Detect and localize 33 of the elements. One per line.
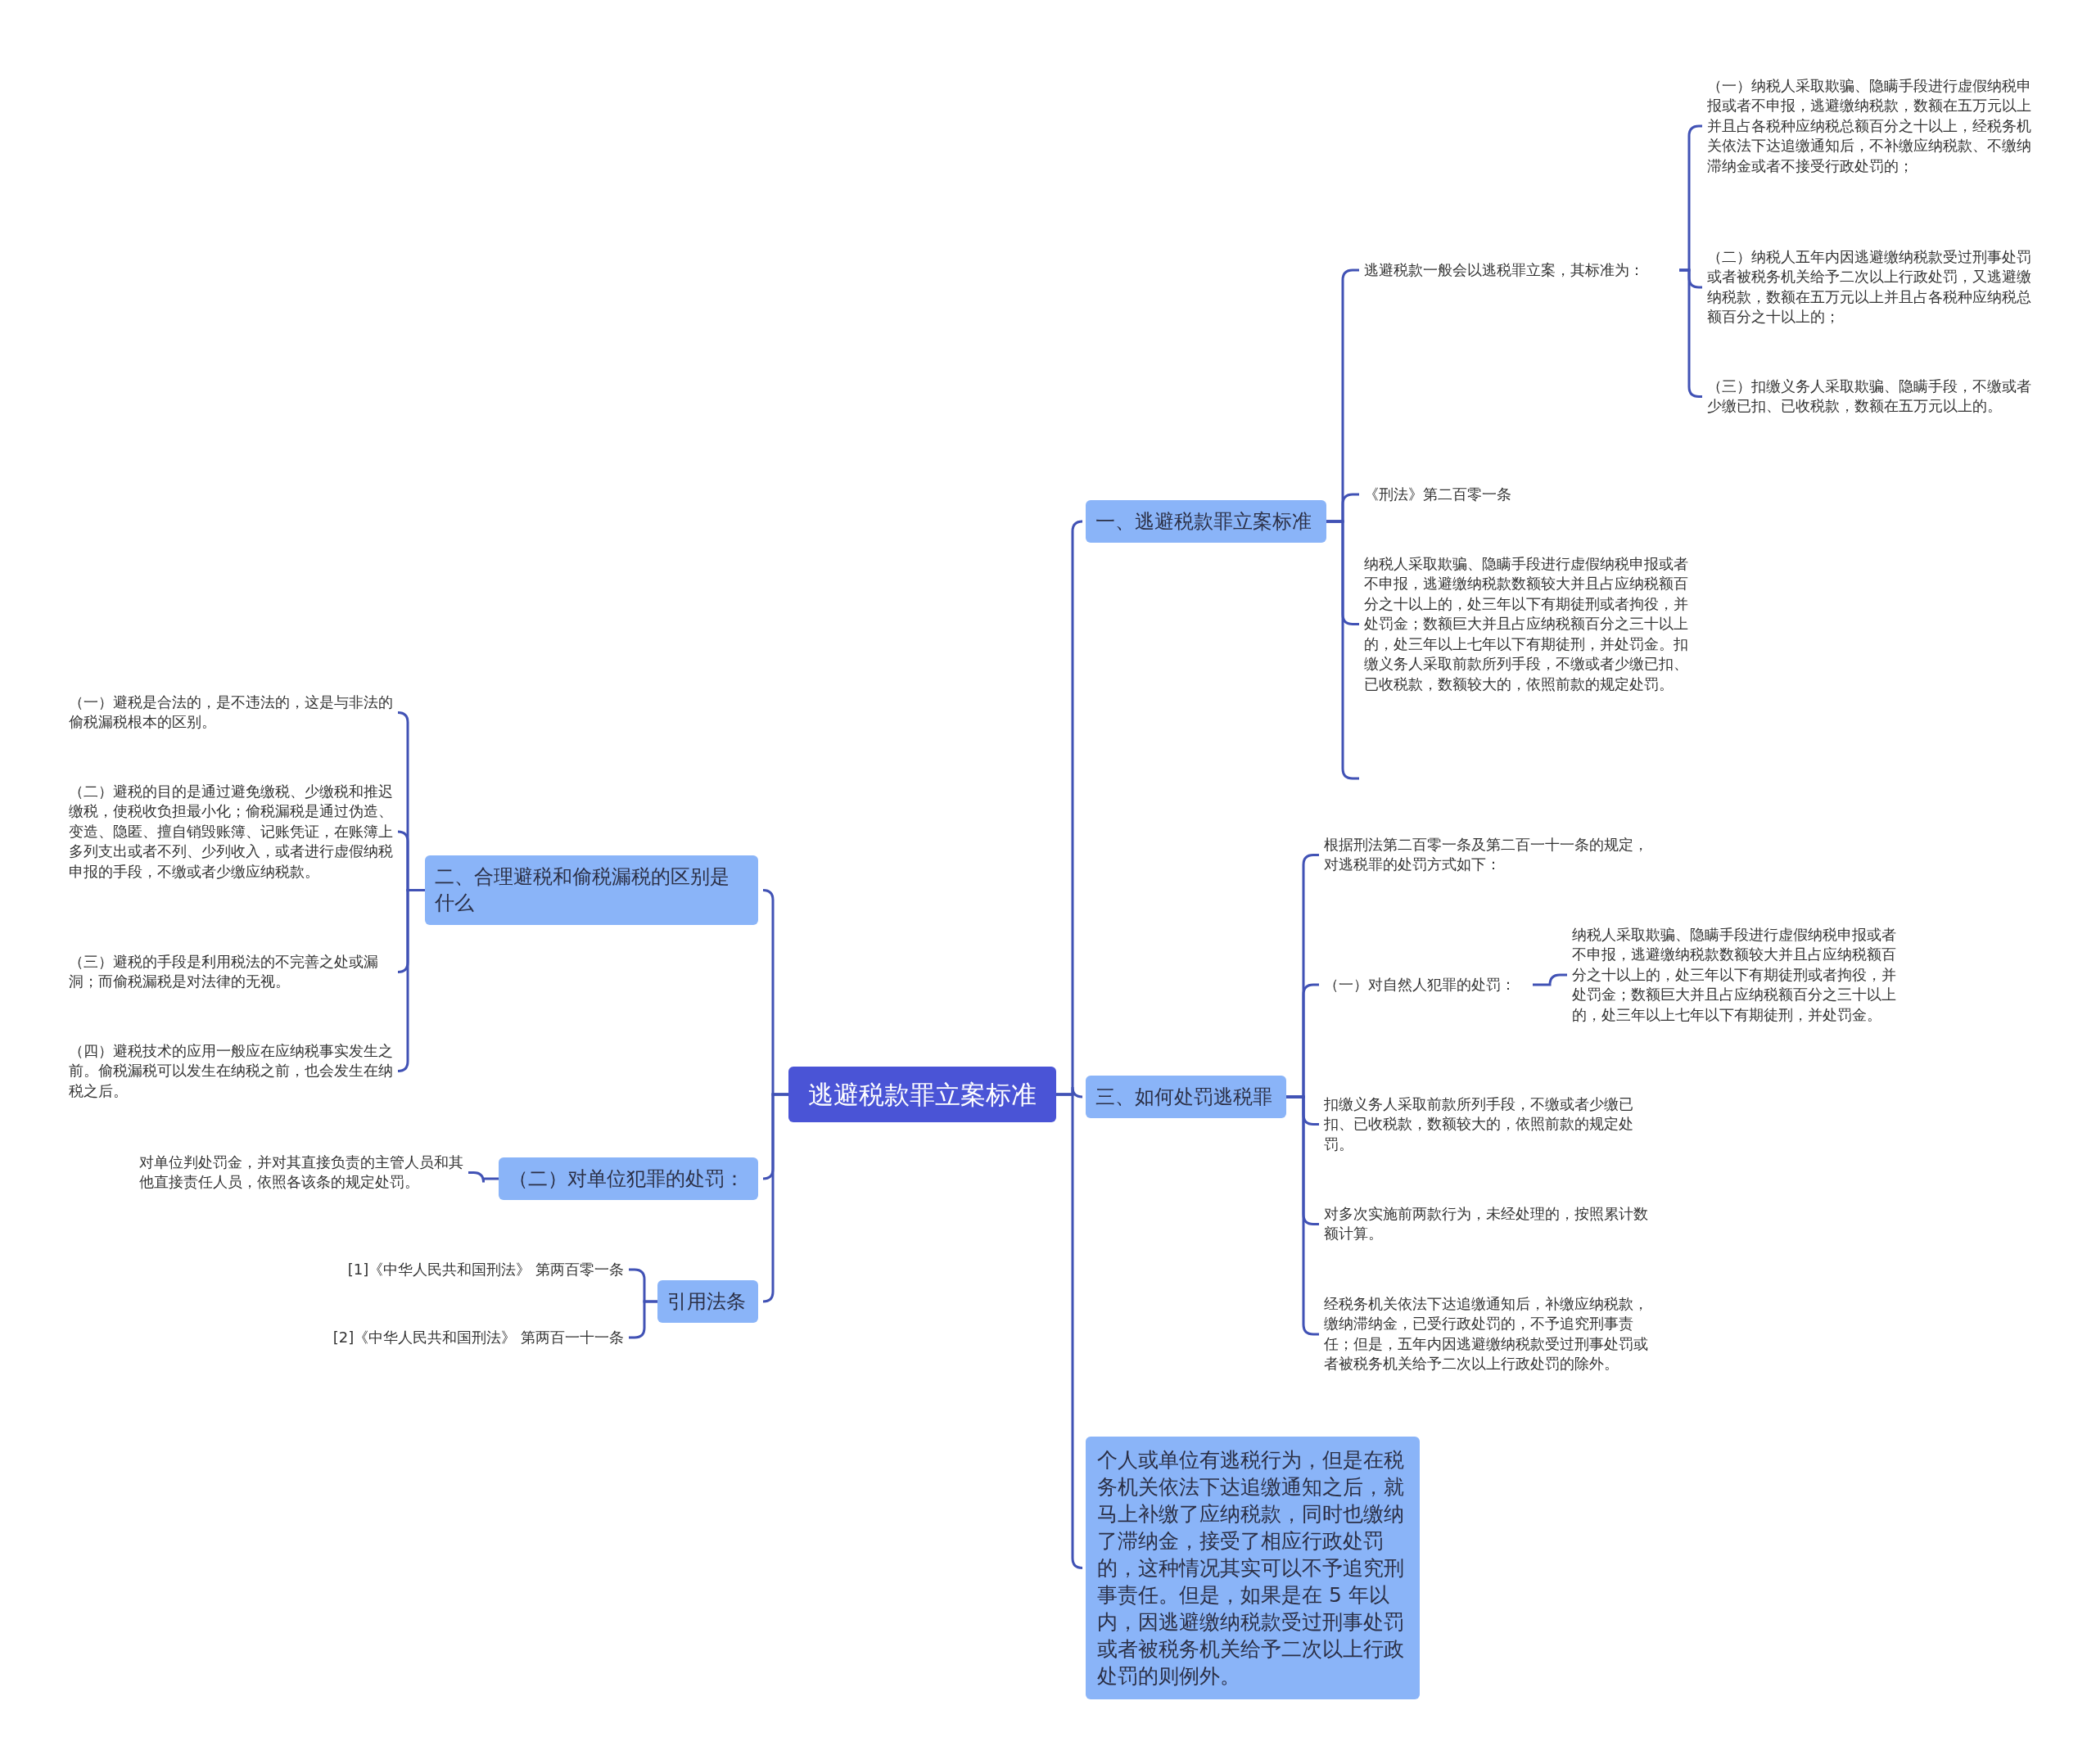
connector-line <box>1533 973 1567 986</box>
topic-box: 三、如何处罚逃税罪 <box>1086 1076 1286 1119</box>
topic-text: 对单位判处罚金，并对其直接负责的主管人员和其他直接责任人员，依照各该条的规定处罚。 <box>139 1153 463 1193</box>
topic-text: （三）避税的手段是利用税法的不完善之处或漏洞；而偷税漏税是对法律的无视。 <box>69 952 393 992</box>
topic-text: 纳税人采取欺骗、隐瞒手段进行虚假纳税申报或者不申报，逃避缴纳税款数额较大并且占应纳税额百分之十以上的，处三年以下有期徒刑或者拘役，并处罚金；数额巨大并且占应纳税额百分之三十以上的，处三年以上七年以下有期徒刑，并处罚金。 <box>1572 925 1900 1026</box>
topic-text: （一）避税是合法的，是不违法的，这是与非法的偷税漏税根本的区别。 <box>69 693 393 733</box>
topic-box: 二、合理避税和偷税漏税的区别是什么 <box>425 855 758 925</box>
topic-text: （二）避税的目的是通过避免缴税、少缴税和推迟缴税，使税收负担最小化；偷税漏税是通过伪造、变造、隐匿、擅自销毁账簿、记账凭证，在账簿上多列支出或者不列、少列收入，或者进行虚假纳税申报的手段，不缴或者少缴应纳税款。 <box>69 782 393 882</box>
topic-box: 个人或单位有逃税行为，但是在税务机关依法下达追缴通知之后，就马上补缴了应纳税款，同时也缴纳了滞纳金，接受了相应行政处罚的，这种情况其实可以不予追究刑事责任。但是，如果是在 5 年以内，因逃避缴纳税款受过刑事处罚或者被税务机关给予二次以上行政处罚的则例外。 <box>1086 1437 1420 1699</box>
connector-line <box>396 889 425 1072</box>
topic-box: （二）对单位犯罪的处罚： <box>499 1157 758 1201</box>
topic-text: 逃避税款一般会以逃税罪立案，其标准为： <box>1364 260 1679 281</box>
connector-line <box>761 1093 788 1303</box>
topic-text: （一）纳税人采取欺骗、隐瞒手段进行虚假纳税申报或者不申报，逃避缴纳税款，数额在五万元以上并且占各税种应纳税总额百分之十以上，经税务机关依法下达追缴通知后，不补缴应纳税款、不缴纳滞纳金或者不接受行政处罚的； <box>1707 76 2035 177</box>
topic-text: 扣缴义务人采取前款所列手段，不缴或者少缴已扣、已收税款，数额较大的，依照前款的规定处罚。 <box>1324 1094 1651 1155</box>
topic-text: 根据刑法第二百零一条及第二百一十一条的规定，对逃税罪的处罚方式如下： <box>1324 835 1651 875</box>
topic-text: 纳税人采取欺骗、隐瞒手段进行虚假纳税申报或者不申报，逃避缴纳税款数额较大并且占应纳税额百分之十以上的，处三年以下有期徒刑或者拘役，并处罚金；数额巨大并且占应纳税额百分之三十以上的，处三年以上七年以下有期徒刑，并处罚金。扣缴义务人采取前款所列手段，不缴或者少缴已扣、已收税款，数额较大的，依照前款的规定处罚。 <box>1364 554 1692 695</box>
topic-text: （四）避税技术的应用一般应在应纳税事实发生之前。偷税漏税可以发生在纳税之前，也会发生在纳税之后。 <box>69 1041 393 1102</box>
topic-text: （一）对自然人犯罪的处罚： <box>1324 975 1533 995</box>
topic-text: 《刑法》第二百零一条 <box>1364 485 1626 505</box>
topic-text: [1]《中华人民共和国刑法》 第两百零一条 <box>295 1260 624 1280</box>
topic-box: 一、逃避税款罪立案标准 <box>1086 500 1326 544</box>
topic-text: [2]《中华人民共和国刑法》 第两百一十一条 <box>295 1328 624 1348</box>
connector-line <box>468 1171 499 1184</box>
topic-box: 引用法条 <box>657 1280 758 1324</box>
topic-text: （三）扣缴义务人采取欺骗、隐瞒手段，不缴或者少缴已扣、已收税款，数额在五万元以上的。 <box>1707 377 2035 417</box>
connector-line <box>1326 520 1359 780</box>
connector-line <box>1056 1093 1084 1569</box>
topic-text: （二）纳税人五年内因逃避缴纳税款受过刑事处罚或者被税务机关给予二次以上行政处罚，又逃避缴纳税款，数额在五万元以上并且占各税种应纳税总额百分之十以上的； <box>1707 247 2035 327</box>
topic-text: 对多次实施前两款行为，未经处理的，按照累计数额计算。 <box>1324 1204 1651 1244</box>
central-topic-box: 逃避税款罪立案标准 <box>788 1067 1056 1123</box>
topic-text: 经税务机关依法下达追缴通知后，补缴应纳税款，缴纳滞纳金，已受行政处罚的，不予追究刑事责任；但是，五年内因逃避缴纳税款受过刑事处罚或者被税务机关给予二次以上行政处罚的除外。 <box>1324 1294 1651 1374</box>
connector-line <box>629 1300 657 1339</box>
